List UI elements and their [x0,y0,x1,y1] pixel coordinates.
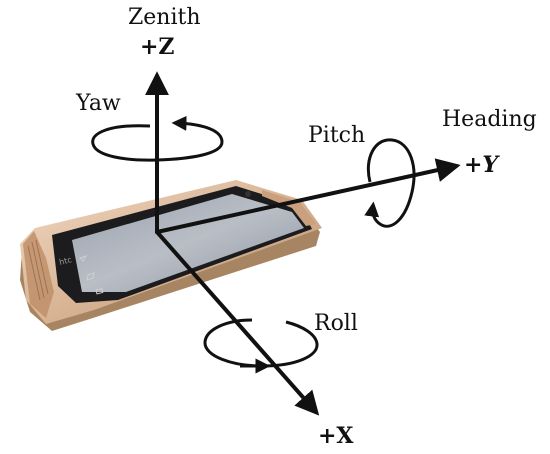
yaw-rotation-icon [91,115,224,162]
pitch-rotation-icon [364,138,416,228]
x-axis-label: +X [318,423,354,449]
phone-brand-logo: htc [58,255,72,267]
smartphone: htc [20,180,322,331]
z-axis-label: +Z [140,34,175,60]
phone-top-speaker [262,190,316,226]
home-button-icon [86,272,95,281]
zenith-label: Zenith [128,5,201,30]
phone-nav-buttons [79,255,104,295]
phone-front-speaker [23,231,54,318]
front-camera-icon [245,191,251,197]
yaw-label: Yaw [75,91,121,116]
pitch-label: Pitch [308,123,365,148]
roll-rotation-icon [203,318,319,374]
y-axis-label: +Y [464,152,500,178]
heading-label: Heading [442,107,537,132]
recent-button-icon [95,287,104,295]
back-button-icon [79,255,88,262]
y-axis-arrow [155,158,461,234]
speaker-dots [27,239,49,301]
roll-label: Roll [314,311,358,336]
phone-screen [72,194,304,292]
